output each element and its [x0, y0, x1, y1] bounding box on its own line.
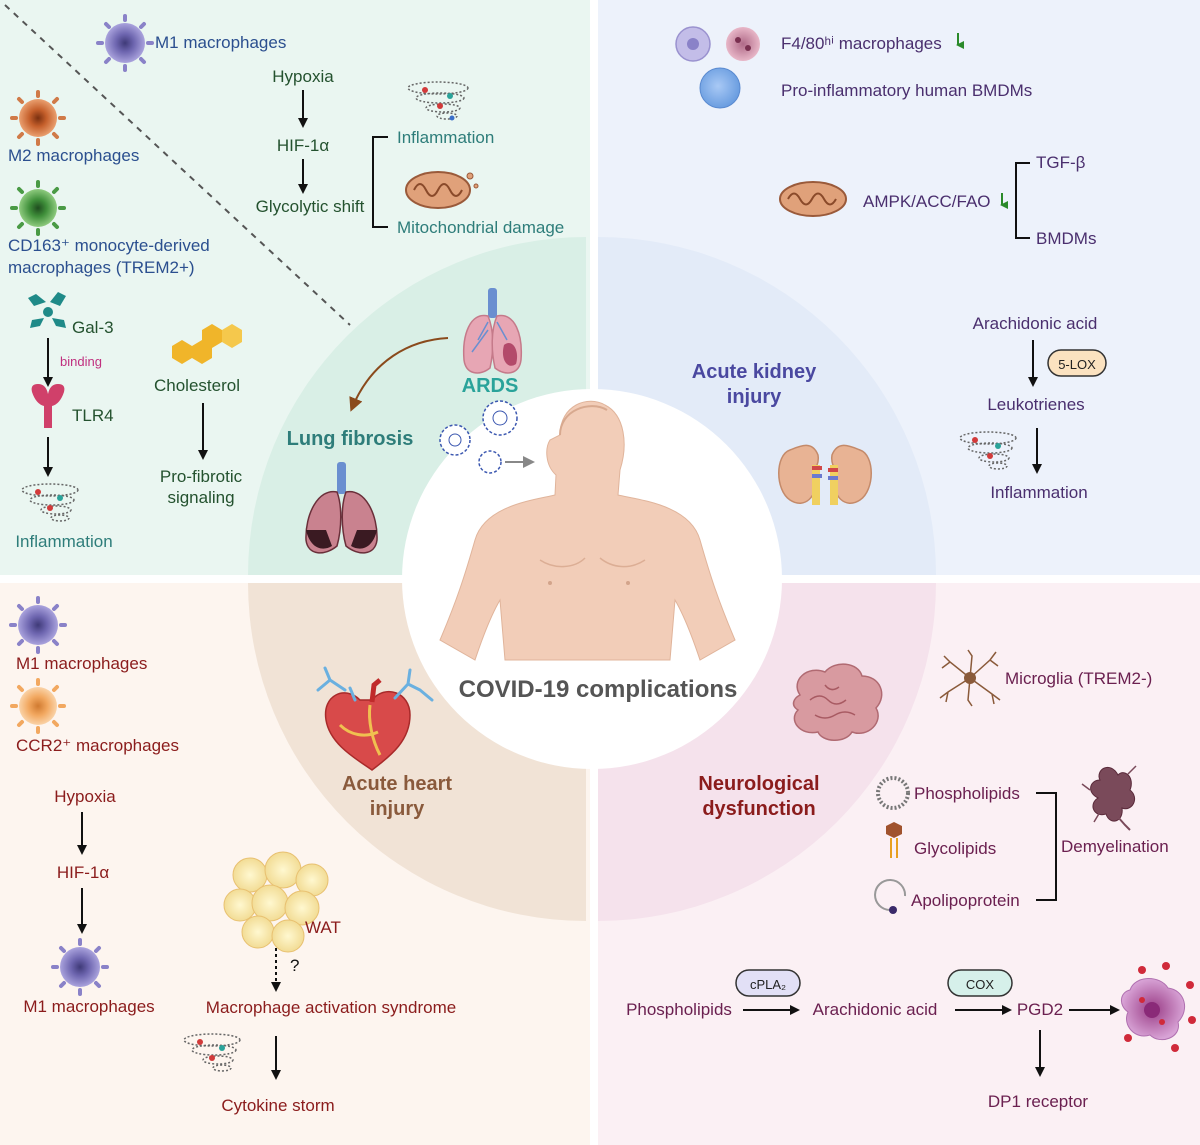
- brain-icon: [792, 663, 883, 741]
- activated-cell-icon: [1121, 962, 1196, 1052]
- lung-m1-label: M1 macrophages: [155, 33, 286, 52]
- heart-m1-macrophage-icon: [9, 596, 67, 654]
- lung-mito-damage: Mitochondrial damage: [397, 218, 564, 237]
- mitochondria-icon: [405, 171, 479, 209]
- lung-ards: ARDS: [462, 375, 519, 397]
- heart-title-line1: Acute heart: [342, 773, 452, 795]
- lung-cd163-line1: CD163⁺ monocyte-derived: [8, 236, 210, 255]
- heart-m1-bottom-icon: [51, 938, 109, 996]
- kidney-mitochondria-icon: [779, 181, 847, 217]
- heart-wat: WAT: [305, 918, 341, 937]
- heart-hif: HIF-1α: [57, 863, 110, 882]
- m2-macrophage-icon: [10, 90, 66, 146]
- virus-icon: [478, 450, 502, 474]
- fibrosis-lungs-icon: [305, 462, 378, 554]
- kidneys-icon: [778, 444, 872, 505]
- heart-cytokine: Cytokine storm: [221, 1096, 334, 1115]
- neuro-arachidonic: Arachidonic acid: [813, 1000, 938, 1019]
- lung-profib-line1: Pro-fibrotic: [160, 467, 243, 486]
- kidney-bmdms: BMDMs: [1036, 229, 1096, 248]
- lung-tlr4: TLR4: [72, 406, 114, 425]
- inflammation-icon-top: [407, 81, 469, 121]
- kidney-title-line2: injury: [727, 386, 782, 408]
- heart-question: ?: [290, 956, 299, 975]
- neuro-demyelination: Demyelination: [1061, 837, 1169, 856]
- apolipoprotein-icon: [874, 879, 907, 914]
- lung-fibrosis-label: Lung fibrosis: [287, 428, 414, 450]
- neuro-glycolipids: Glycolipids: [914, 839, 996, 858]
- neuro-apolipoprotein: Apolipoprotein: [911, 891, 1020, 910]
- neuro-cpla2: cPLA₂: [750, 977, 786, 992]
- virus-icon: [439, 424, 471, 456]
- lung-inflammation-bottom: Inflammation: [15, 532, 112, 551]
- heart-ccr2: CCR2⁺ macrophages: [16, 736, 179, 755]
- lung-cholesterol: Cholesterol: [154, 376, 240, 395]
- heart-inflammation-icon: [183, 1033, 241, 1072]
- lung-m2-label: M2 macrophages: [8, 146, 139, 165]
- lung-glycolytic: Glycolytic shift: [256, 197, 365, 216]
- kidney-ampk: AMPK/ACC/FAO: [863, 192, 991, 211]
- kidney-bmdm-pro: Pro-inflammatory human BMDMs: [781, 81, 1032, 100]
- virus-icons: [439, 400, 535, 474]
- neuro-title-line1: Neurological: [698, 773, 819, 795]
- lung-cd163-line2: macrophages (TREM2+): [8, 258, 195, 277]
- human-figure-icon: [439, 400, 736, 661]
- neuro-pgd2: PGD2: [1017, 1000, 1063, 1019]
- gal3-icon: [28, 292, 66, 328]
- kidney-inflammation: Inflammation: [990, 483, 1087, 502]
- tlr4-icon: [31, 384, 65, 428]
- kidney-cells-icon: [675, 26, 760, 109]
- lung-inflammation-top: Inflammation: [397, 128, 494, 147]
- lung-bracket: [372, 136, 388, 228]
- lung-hypoxia: Hypoxia: [272, 67, 334, 86]
- phospholipid-icon: [876, 776, 910, 810]
- neuro-cox: COX: [966, 977, 995, 992]
- cd163-macrophage-icon: [10, 180, 66, 236]
- demyelinated-neuron-icon: [1081, 765, 1137, 831]
- center-title: COVID-19 complications: [459, 676, 738, 703]
- neuro-phospholipids2: Phospholipids: [626, 1000, 732, 1019]
- ards-lungs-icon: [462, 288, 523, 374]
- heart-title-line2: injury: [370, 798, 425, 820]
- neuro-microglia: Microglia (TREM2-): [1005, 669, 1152, 688]
- cpla2-badge: [735, 969, 801, 997]
- kidney-title-line1: Acute kidney: [692, 361, 817, 383]
- heart-mas: Macrophage activation syndrome: [206, 998, 456, 1017]
- glycolipid-icon: [886, 822, 902, 858]
- neuro-bracket: [1036, 792, 1057, 901]
- cox-badge: [947, 969, 1013, 997]
- arrow-ards-fibrosis: [349, 337, 449, 412]
- lung-hif: HIF-1α: [277, 136, 330, 155]
- inflammation-icon-left: [21, 483, 79, 522]
- neuro-dp1: DP1 receptor: [988, 1092, 1088, 1111]
- kidney-f480: F4/80ʰⁱ macrophages: [781, 34, 942, 53]
- neuro-phospholipids: Phospholipids: [914, 784, 1020, 803]
- kidney-tgf: TGF-β: [1036, 153, 1086, 172]
- cholesterol-icon: [172, 324, 242, 364]
- lung-binding: binding: [60, 354, 102, 369]
- kidney-inflammation-icon: [959, 431, 1017, 470]
- lox-badge: [1047, 349, 1107, 377]
- kidney-bracket: [1015, 162, 1030, 239]
- heart-icon: [316, 666, 434, 771]
- lung-profib-line2: signaling: [167, 488, 234, 507]
- virus-icon: [482, 400, 518, 436]
- ccr2-macrophage-icon: [10, 678, 66, 734]
- heart-m1-top: M1 macrophages: [16, 654, 147, 673]
- kidney-arachidonic: Arachidonic acid: [973, 314, 1098, 333]
- kidney-leukotrienes: Leukotrienes: [987, 395, 1084, 414]
- heart-m1-bottom: M1 macrophages: [23, 997, 154, 1016]
- lung-gal3: Gal-3: [72, 318, 114, 337]
- m1-macrophage-icon: [96, 14, 154, 72]
- heart-hypoxia: Hypoxia: [54, 787, 116, 806]
- kidney-lox: 5-LOX: [1058, 357, 1096, 372]
- microglia-icon: [939, 649, 1001, 707]
- wat-icon: [223, 851, 329, 953]
- neuro-title-line2: dysfunction: [702, 798, 815, 820]
